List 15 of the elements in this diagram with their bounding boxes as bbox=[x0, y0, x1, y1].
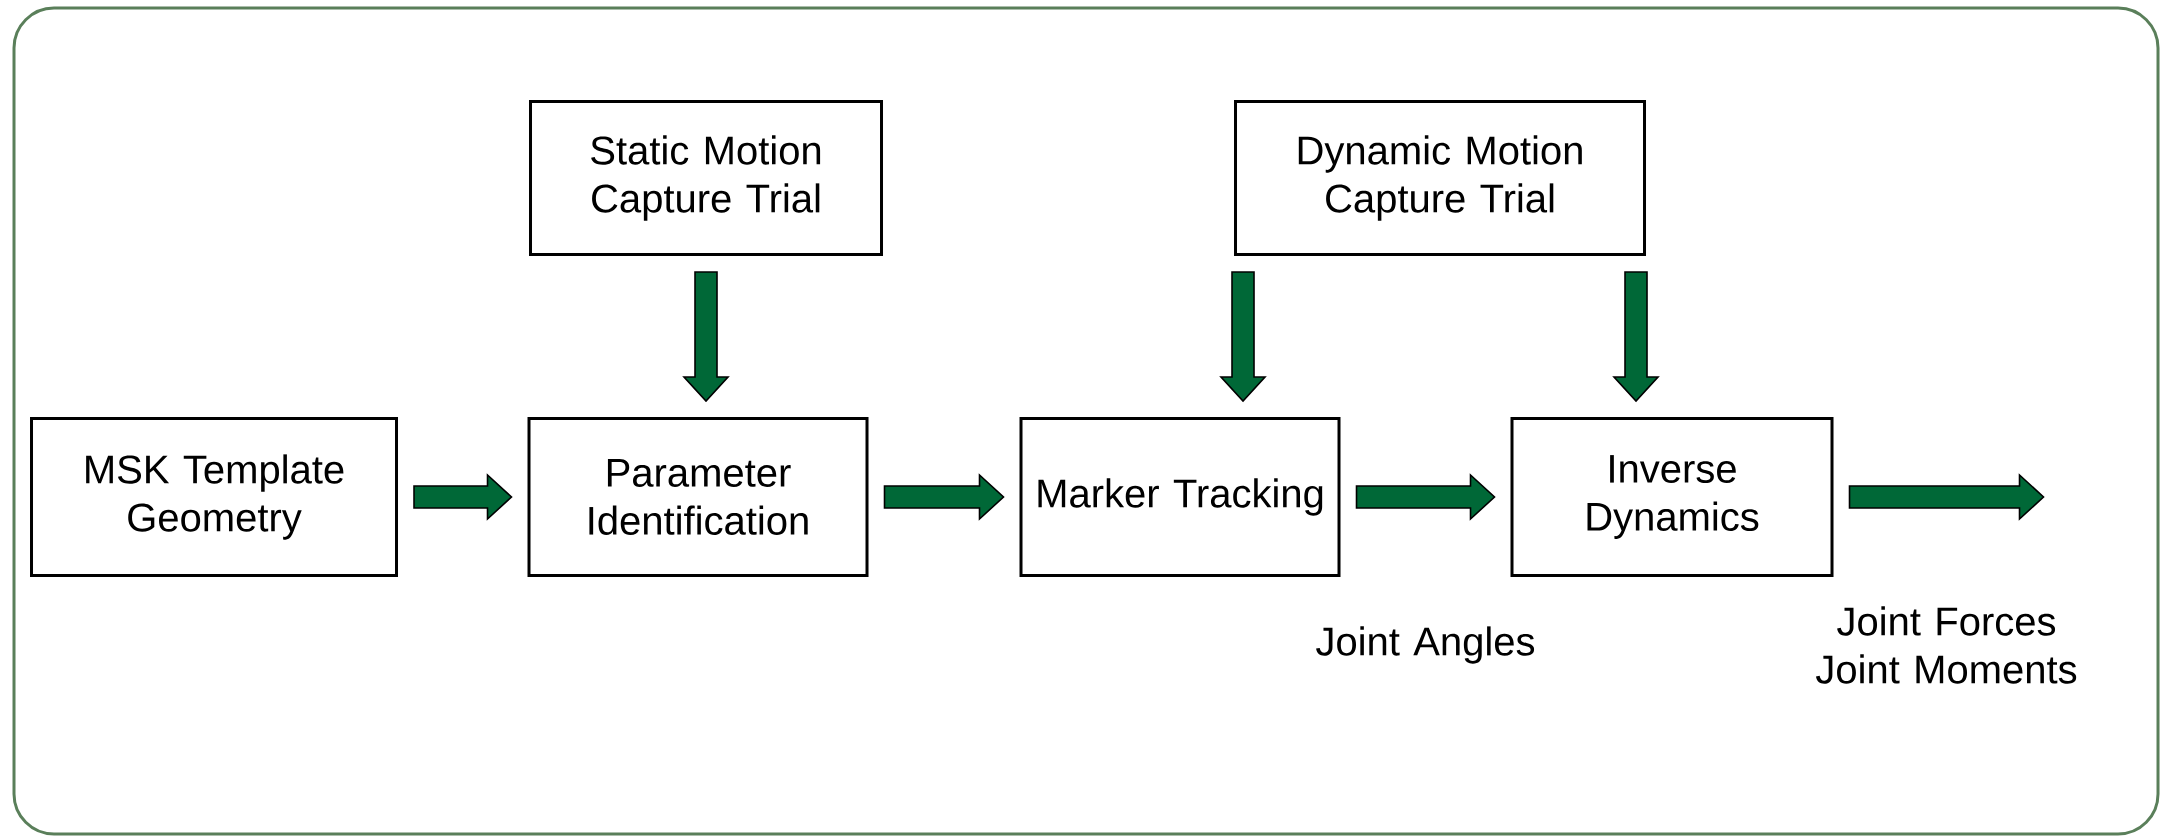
process-box: Parameter Identification bbox=[527, 417, 869, 577]
process-box: MSK Template Geometry bbox=[30, 417, 398, 577]
block-arrow bbox=[413, 473, 513, 521]
process-box: Inverse Dynamics bbox=[1510, 417, 1834, 577]
process-box: Marker Tracking bbox=[1019, 417, 1341, 577]
block-arrow bbox=[1848, 473, 2045, 521]
block-arrow bbox=[883, 473, 1005, 521]
process-box: Dynamic Motion Capture Trial bbox=[1234, 100, 1646, 256]
block-arrow bbox=[1355, 473, 1496, 521]
block-arrow bbox=[1219, 271, 1267, 403]
edge-label: Joint Angles bbox=[1316, 626, 1535, 664]
process-box: Static Motion Capture Trial bbox=[529, 100, 883, 256]
block-arrow bbox=[1612, 271, 1660, 403]
edge-label: Joint Forces Joint Moments bbox=[1816, 606, 2077, 684]
block-arrow bbox=[682, 271, 730, 403]
